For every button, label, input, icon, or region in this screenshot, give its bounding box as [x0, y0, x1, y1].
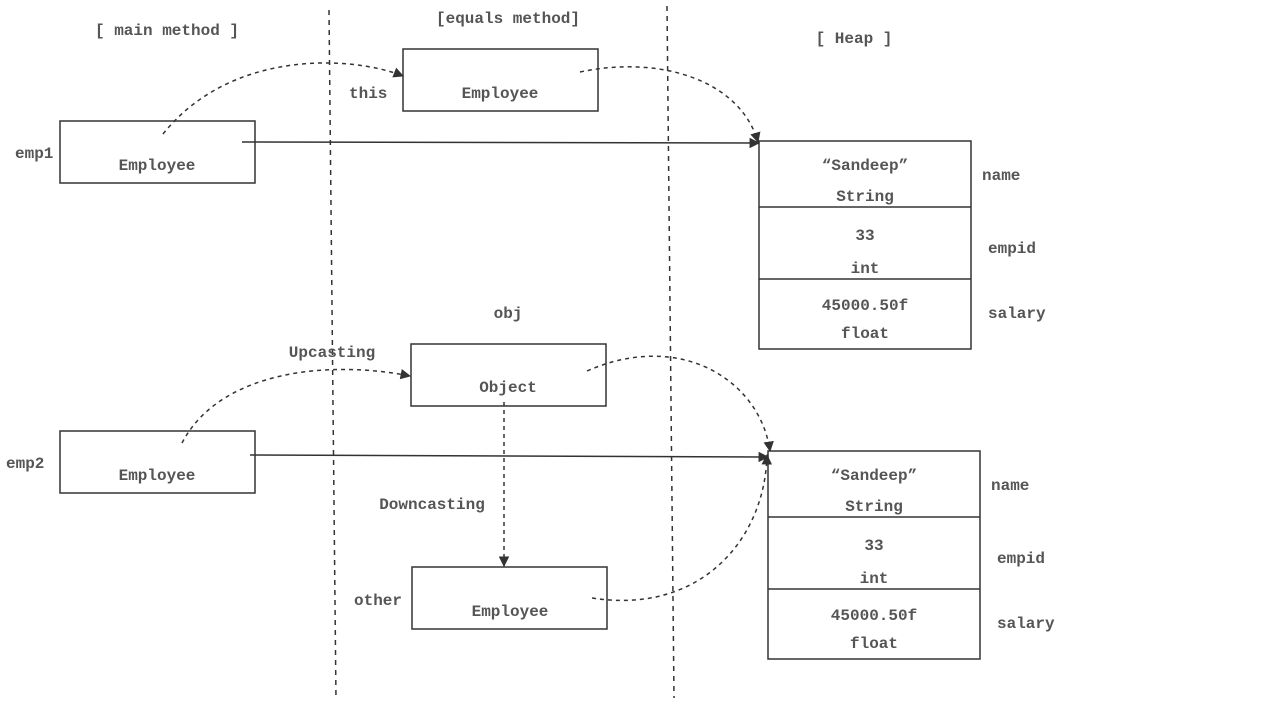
- this-type: Employee: [462, 85, 539, 103]
- obj-label: obj: [494, 305, 523, 323]
- this-to-heap1-arrow: [579, 66, 761, 144]
- heap1-empid-field: empid: [988, 240, 1036, 258]
- heap2-name-field: name: [991, 477, 1029, 495]
- emp2-label: emp2: [6, 455, 44, 473]
- heap1-salary-type: float: [841, 325, 889, 343]
- heap2-empid-field: empid: [997, 550, 1045, 568]
- heap1-name-type: String: [836, 188, 894, 206]
- heap1-empid-type: int: [851, 260, 880, 278]
- heap2-empid-type: int: [860, 570, 889, 588]
- emp2-to-obj-arrow: [181, 368, 412, 444]
- emp1-to-this-arrow: [162, 62, 404, 135]
- emp2-to-heap2-arrow: [249, 451, 770, 463]
- other-type: Employee: [472, 603, 549, 621]
- heap1-name-value: “Sandeep”: [822, 157, 908, 175]
- obj-to-heap2-arrow: [586, 355, 774, 453]
- emp1-label: emp1: [15, 145, 53, 163]
- other-label: other: [354, 592, 402, 610]
- heap2-empid-value: 33: [864, 537, 883, 555]
- heap2-salary-field: salary: [997, 615, 1055, 633]
- emp1-type: Employee: [119, 157, 196, 175]
- obj-box: [410, 343, 607, 407]
- emp2-type: Employee: [119, 467, 196, 485]
- header-equals-method: [equals method]: [436, 10, 580, 28]
- emp2-box: [59, 430, 256, 494]
- heap-object-2-box: [767, 450, 981, 660]
- heap-object-1-box: [758, 140, 972, 350]
- heap2-salary-value: 45000.50f: [831, 607, 917, 625]
- emp1-to-heap1-arrow: [241, 137, 761, 149]
- heap1-empid-value: 33: [855, 227, 874, 245]
- this-box: [402, 48, 599, 112]
- heap1-name-field: name: [982, 167, 1020, 185]
- divider-equals-heap: [666, 5, 675, 699]
- header-heap: [ Heap ]: [816, 30, 893, 48]
- heap1-salary-value: 45000.50f: [822, 297, 908, 315]
- heap2-salary-type: float: [850, 635, 898, 653]
- upcasting-label: Upcasting: [289, 344, 375, 362]
- downcasting-label: Downcasting: [379, 496, 485, 514]
- emp1-box: [59, 120, 256, 184]
- other-to-heap2-arrow: [591, 453, 773, 602]
- obj-type: Object: [479, 379, 537, 397]
- other-box: [411, 566, 608, 630]
- this-label: this: [349, 85, 387, 103]
- heap2-name-value: “Sandeep”: [831, 467, 917, 485]
- heap1-salary-field: salary: [988, 305, 1046, 323]
- heap-object-1: “Sandeep” String 33 int 45000.50f float …: [758, 140, 1046, 350]
- heap2-name-type: String: [845, 498, 903, 516]
- heap-object-2: “Sandeep” String 33 int 45000.50f float …: [767, 450, 1055, 660]
- header-main-method: [ main method ]: [95, 22, 239, 40]
